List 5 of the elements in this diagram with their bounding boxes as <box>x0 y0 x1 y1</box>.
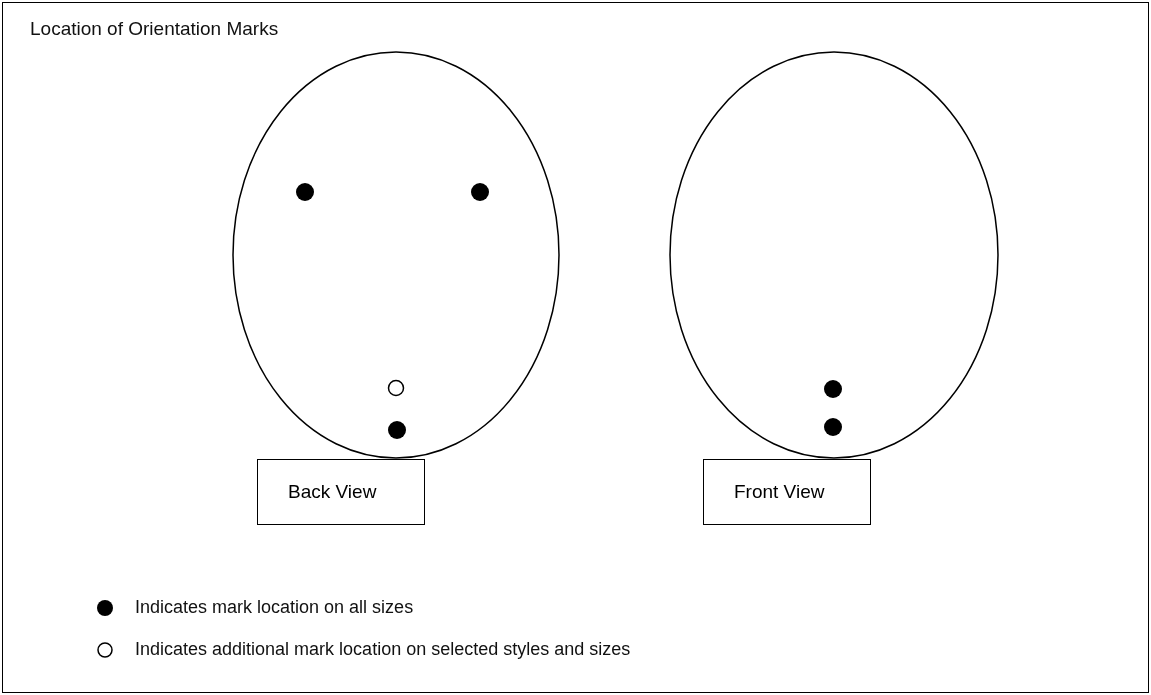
view-label-box: Back View <box>257 459 425 525</box>
legend-text: Indicates additional mark location on selected styles and sizes <box>135 639 631 660</box>
legend-text: Indicates mark location on all sizes <box>135 597 414 618</box>
title: Location of Orientation Marks <box>30 18 279 40</box>
view-label-box: Front View <box>703 459 871 525</box>
